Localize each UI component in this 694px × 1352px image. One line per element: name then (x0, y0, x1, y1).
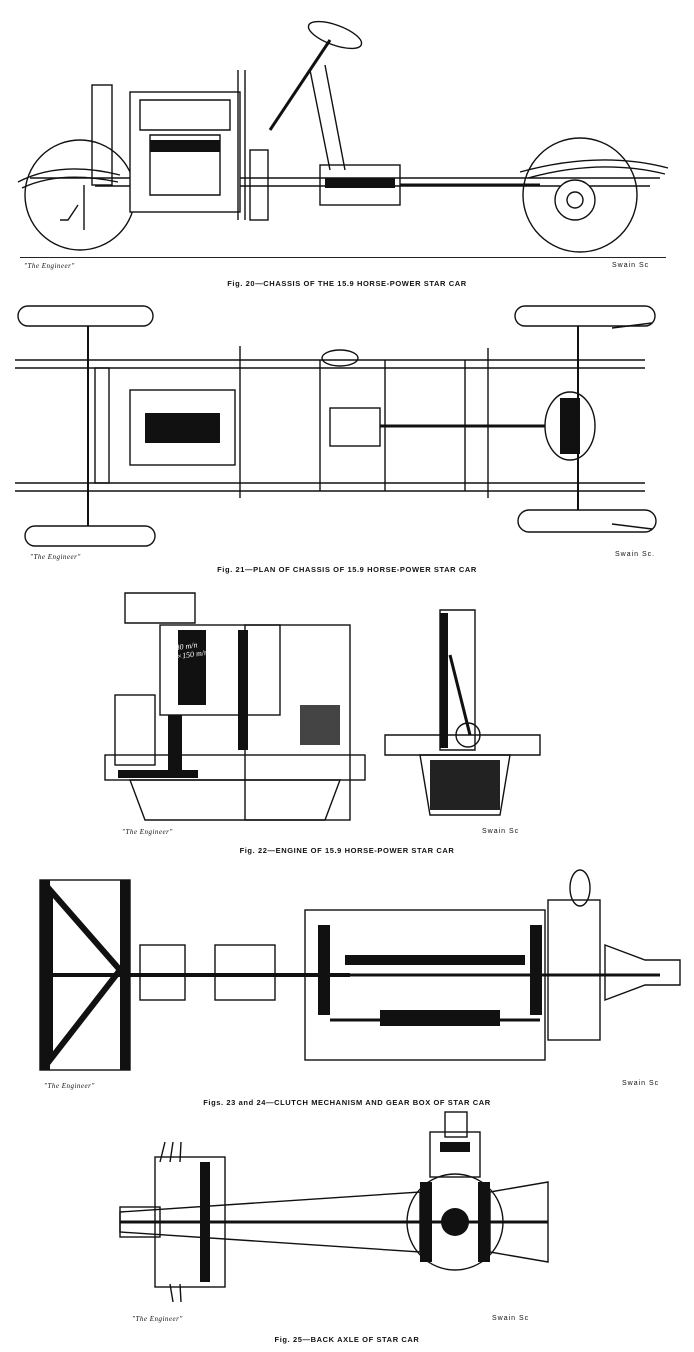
credit-line: "The Engineer" (132, 1315, 183, 1323)
credit-line: "The Engineer" (44, 1082, 95, 1090)
chassis-elevation-drawing (17, 20, 669, 253)
figure-caption: Fig. 22—ENGINE OF 15.9 HORSE-POWER STAR … (239, 846, 455, 855)
chassis-plan-drawing (15, 305, 657, 547)
figure-chassis-elevation: "The Engineer" Swain Sc Fig. 20—CHASSIS … (0, 0, 694, 300)
credit-line: "The Engineer" (30, 553, 81, 561)
engraver-signature: Swain Sc (622, 1080, 660, 1087)
figure-caption: Figs. 23 and 24—CLUTCH MECHANISM AND GEA… (203, 1098, 491, 1107)
credit-line: "The Engineer" (24, 262, 75, 270)
figure-back-axle: "The Engineer" Swain Sc Fig. 25—BACK AXL… (0, 1111, 694, 1352)
clutch-gearbox-drawing (39, 869, 681, 1071)
figure-caption: Fig. 20—CHASSIS OF THE 15.9 HORSE-POWER … (227, 279, 467, 288)
credit-line: "The Engineer" (122, 828, 173, 836)
engine-section-drawing (104, 592, 541, 821)
figure-chassis-plan: "The Engineer" Swain Sc. Fig. 21—PLAN OF… (0, 298, 694, 583)
back-axle-drawing (119, 1111, 549, 1303)
baseline-rule (20, 257, 666, 258)
engraver-signature: Swain Sc (612, 262, 650, 269)
figure-engine: 80 m/n ×150 m/n "The Engineer" Swain Sc … (0, 585, 694, 855)
figure-caption: Fig. 21—PLAN OF CHASSIS OF 15.9 HORSE-PO… (217, 565, 477, 574)
engraver-signature: Swain Sc. (615, 551, 656, 558)
figure-caption: Fig. 25—BACK AXLE OF STAR CAR (274, 1335, 420, 1344)
engraver-signature: Swain Sc (492, 1315, 530, 1322)
figure-clutch-gearbox: "The Engineer" Swain Sc Figs. 23 and 24—… (0, 860, 694, 1112)
engraver-signature: Swain Sc (482, 828, 520, 835)
